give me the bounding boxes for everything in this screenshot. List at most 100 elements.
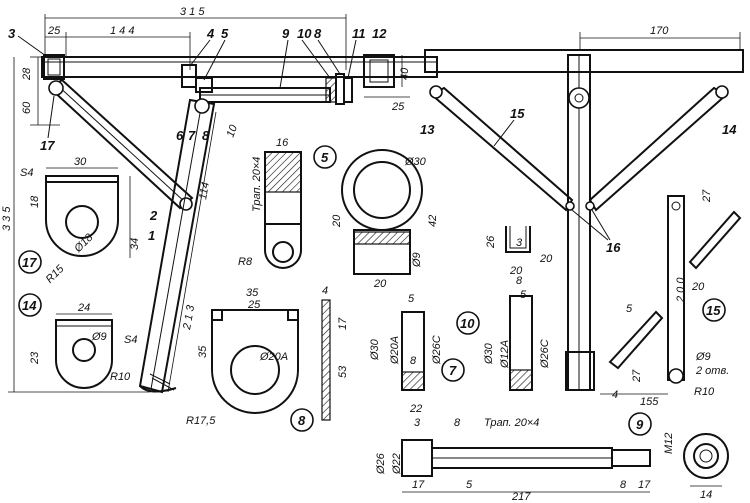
dim-170: 170 [650,25,669,37]
leader [279,39,289,89]
dim-114: 114 [197,181,212,200]
part-number-7: 7 [188,128,196,143]
dim-d9-5: Ø9 [411,252,423,268]
label-14: 14 [22,298,37,313]
leg-1-axis [150,101,203,390]
leader [571,209,609,241]
part-number-13: 13 [420,122,435,137]
circled-7 [441,358,465,382]
front-pivot [568,87,590,109]
dim-4: 4 [322,285,328,297]
label-17: 17 [22,255,37,270]
circled-5 [313,145,337,169]
part5-lug [264,224,302,269]
label-15: 15 [706,303,721,318]
bushing-10 [325,77,337,103]
dim-d20a-7: Ø20А [389,336,401,365]
nut-11 [343,77,353,103]
part-number-15: 15 [510,106,525,121]
dim-r8: R8 [238,256,253,268]
dim-8-9-b: 8 [620,479,627,491]
part8-side [321,299,331,421]
dim-d26c-10: Ø26С [539,339,551,369]
circled-15 [702,298,726,322]
part15-hole-top [671,201,681,211]
dim-8-7: 8 [410,355,417,367]
detail-9: 22 3 8 Трап. 20×4 Ø26 Ø22 17 5 217 8 17 … [375,403,729,503]
dim-s4-14: S4 [124,334,137,346]
dim-d30-10: Ø30 [483,342,495,365]
dim-thread-9: Трап. 20×4 [484,417,539,429]
dim-2-holes: 2 отв. [695,365,729,377]
screw-tail [611,449,651,467]
label-9: 9 [636,417,644,432]
circled-10 [456,311,480,335]
dim-155: 155 [640,396,659,408]
part17-top [45,175,119,183]
part15-hole-bottom [668,368,684,384]
dim-10: 10 [225,123,241,139]
part-number-6: 6 [176,128,184,143]
dim-27-a: 27 [701,189,713,203]
label-8: 8 [298,413,306,428]
part-number-10: 10 [297,26,312,41]
dim-20-u-b: 20 [509,265,523,277]
part-number-3: 3 [8,26,16,41]
dim-20-b: 20 [373,278,387,290]
part8-bore [230,345,280,395]
dim-315: 3 1 5 [180,6,205,18]
dim-r15: R15 [44,262,67,285]
dim-25-b: 25 [391,101,405,113]
part7-hatch-bottom [401,371,425,391]
dim-18: 18 [29,195,41,208]
frame-tube-section-inner [47,58,61,76]
dim-200: 2 0 0 [675,277,687,303]
detail-7: 5 Ø30 Ø20А Ø26С 8 7 [369,293,465,391]
dim-8-9-a: 8 [454,417,461,429]
dim-d12a: Ø12А [499,340,511,369]
leader [203,39,226,81]
label-5: 5 [321,150,329,165]
part8-notch-right [287,309,299,321]
circled-17 [18,250,42,274]
dim-m12: M12 [663,433,675,454]
dim-d22-9: Ø22 [391,453,403,475]
circled-14 [18,293,42,317]
pivot-13 [429,85,443,99]
dim-20-u-a: 20 [539,253,553,265]
dim-25: 25 [47,25,61,37]
dim-17: 17 [337,317,349,330]
label-7: 7 [449,363,457,378]
part8-notch-left [211,309,223,321]
dim-40: 40 [399,67,411,80]
dim-26: 26 [485,235,497,249]
front-pivot-inner [574,93,584,103]
dim-r17-5: R17,5 [186,415,216,427]
leader [347,39,357,79]
front-view: 170 13 14 15 16 [420,25,744,391]
leader [493,119,515,147]
part17-outline [45,176,119,257]
dim-3: 3 [516,237,523,249]
dim-thread-5: Трап. 20×4 [251,157,263,212]
nut-end-outer [683,433,729,479]
pivot-16b [585,201,595,211]
front-strut-left [430,86,574,212]
leader [17,35,47,57]
pivot-17 [48,80,64,96]
dim-4-15: 4 [612,389,618,401]
dim-17-9-b: 17 [638,479,651,491]
part-number-2: 2 [149,208,158,223]
channel-inner [509,226,527,249]
dim-3-9: 3 [414,417,421,429]
dim-line-213 [167,111,217,393]
dim-60: 60 [21,101,33,114]
dim-d26c-7: Ø26С [431,335,443,365]
circled-8 [290,408,314,432]
dim-22: 22 [409,403,422,415]
dim-53: 53 [337,365,349,378]
part5-base-hatch [353,231,411,245]
channel-outline [505,226,531,253]
dim-217: 217 [511,491,531,503]
